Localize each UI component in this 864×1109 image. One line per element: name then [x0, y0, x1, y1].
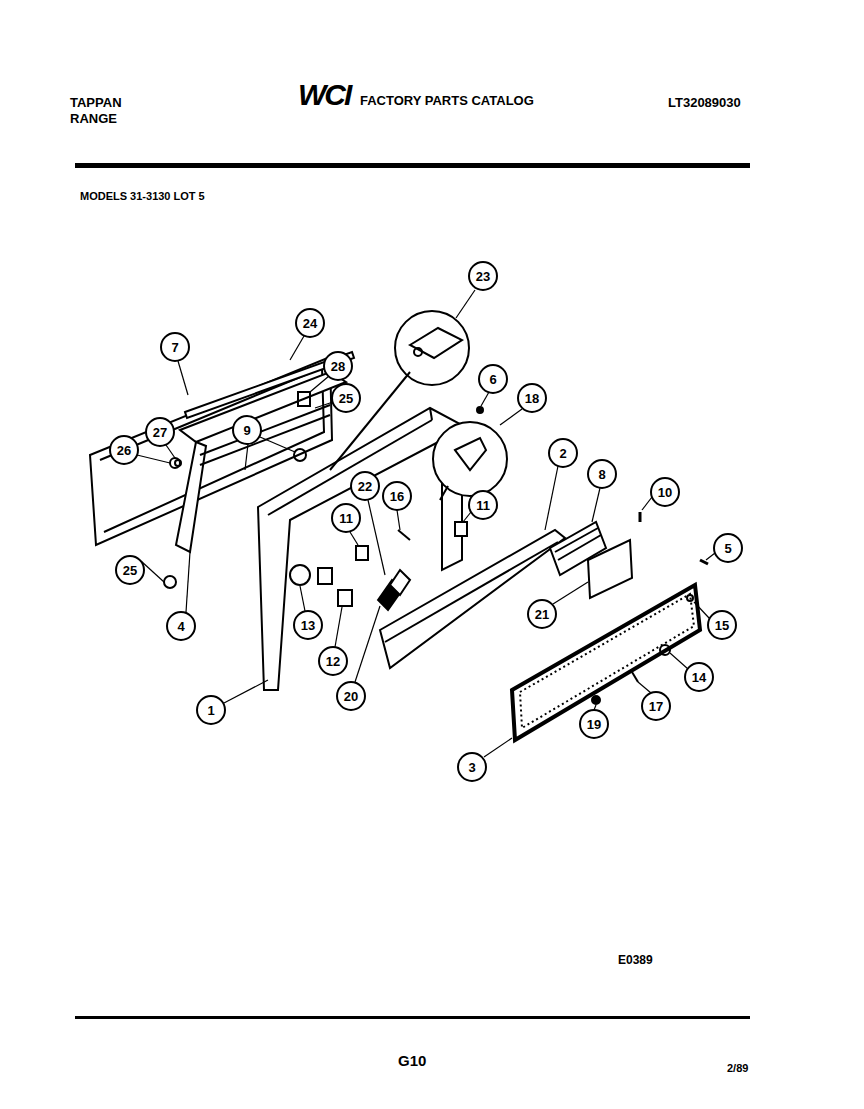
callout-number: 16 [390, 490, 404, 503]
callout-circle: 16 [382, 481, 412, 511]
logo: WCI [298, 80, 350, 110]
callout-circle: 18 [517, 383, 547, 413]
callout-circle: 17 [641, 691, 671, 721]
callout-circle: 5 [713, 533, 743, 563]
callout-circle: 8 [587, 459, 617, 489]
callout-number: 4 [177, 620, 184, 633]
callout-circle: 23 [468, 261, 498, 291]
callout-number: 27 [153, 426, 167, 439]
callout-number: 19 [587, 718, 601, 731]
callout-number: 24 [303, 317, 317, 330]
callout-circle: 10 [650, 477, 680, 507]
callout-circle: 14 [684, 662, 714, 692]
callout-circle: 20 [336, 681, 366, 711]
callout-number: 3 [468, 761, 475, 774]
callout-number: 13 [301, 619, 315, 632]
callout-number: 8 [598, 468, 605, 481]
callout-number: 28 [331, 360, 345, 373]
callout-circle: 25 [115, 555, 145, 585]
callout-circle: 15 [707, 610, 737, 640]
callout-number: 22 [358, 480, 372, 493]
callout-circle: 25 [331, 383, 361, 413]
model-line: MODELS 31-3130 LOT 5 [80, 190, 205, 203]
callout-circle: 26 [109, 435, 139, 465]
callout-number: 25 [123, 564, 137, 577]
page-number: G10 [398, 1052, 426, 1070]
callout-number: 17 [649, 700, 663, 713]
callout-circle: 9 [232, 415, 262, 445]
callout-circle: 11 [331, 503, 361, 533]
callout-circle: 11 [468, 490, 498, 520]
callout-number: 5 [724, 542, 731, 555]
callout-circle: 24 [295, 308, 325, 338]
callout-circle: 2 [548, 438, 578, 468]
callout-number: 2 [559, 447, 566, 460]
callout-number: 21 [535, 608, 549, 621]
callout-circle: 6 [478, 364, 508, 394]
callout-circle: 13 [293, 610, 323, 640]
callout-circle: 1 [196, 695, 226, 725]
callout-number: 6 [489, 373, 496, 386]
callout-circle: 12 [318, 646, 348, 676]
catalog-number: LT32089030 [668, 95, 741, 111]
callout-number: 12 [326, 655, 340, 668]
callout-number: 23 [476, 270, 490, 283]
callout-circle: 3 [457, 752, 487, 782]
callout-number: 11 [339, 512, 353, 525]
callout-circle: 4 [166, 611, 196, 641]
callout-number: 15 [715, 619, 729, 632]
catalog-title: FACTORY PARTS CATALOG [360, 93, 534, 109]
callout-number: 9 [243, 424, 250, 437]
callout-circle: 27 [145, 417, 175, 447]
callout-number: 1 [207, 704, 214, 717]
callout-number: 11 [476, 499, 490, 512]
callout-number: 10 [658, 486, 672, 499]
date-code: 2/89 [727, 1062, 748, 1075]
callout-number: 26 [117, 444, 131, 457]
figure-code: E0389 [618, 953, 653, 967]
callout-circle: 21 [527, 599, 557, 629]
callout-number: 14 [692, 671, 706, 684]
callout-number: 18 [525, 392, 539, 405]
callout-circle: 19 [579, 709, 609, 739]
brand-heading: TAPPAN RANGE [70, 95, 140, 126]
callout-circle: 28 [323, 351, 353, 381]
callout-number: 20 [344, 690, 358, 703]
callout-circle: 22 [350, 471, 380, 501]
callout-number: 25 [339, 392, 353, 405]
callout-circle: 7 [160, 332, 190, 362]
callout-number: 7 [171, 341, 178, 354]
